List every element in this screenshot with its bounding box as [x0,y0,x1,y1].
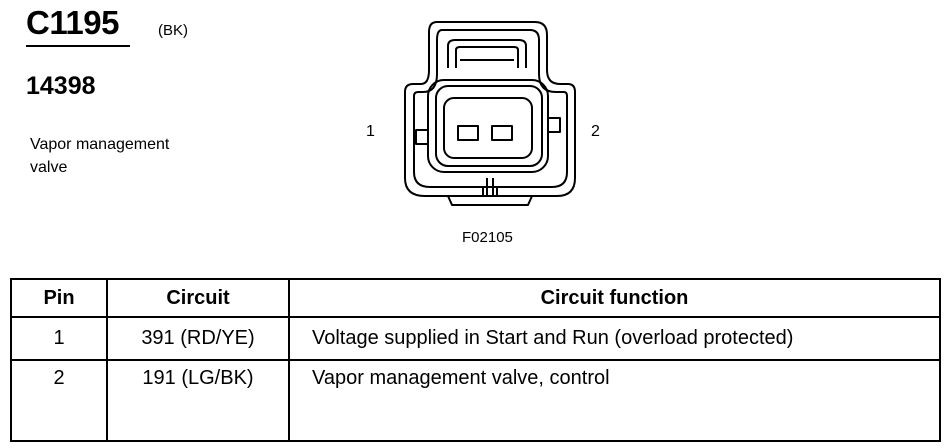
table-row: 1 391 (RD/YE) Voltage supplied in Start … [10,316,941,361]
pin-label-2: 2 [591,123,600,140]
connector-id-underline [26,45,130,47]
housing-frame [427,79,549,173]
pin-cavity-1 [457,125,479,141]
row-circuit-function: Voltage supplied in Start and Run (overl… [288,316,941,361]
row-pin: 1 [10,316,108,361]
row-circuit: 391 (RD/YE) [106,316,290,361]
polarizing-tab [482,187,498,197]
terminal-block [443,97,533,159]
table-header-row: Pin Circuit Circuit function [10,278,941,318]
connector-face-drawing [404,21,576,206]
connector-outer-shell [404,21,576,197]
locking-latch [447,39,527,68]
pin-table: Pin Circuit Circuit function 1 391 (RD/Y… [10,278,941,442]
pin-cavity-2 [491,125,513,141]
connector-id: C1195 [26,4,119,41]
pin-label-1: 1 [366,123,375,140]
row-circuit: 191 (LG/BK) [106,359,290,442]
header-circuit: Circuit [106,278,290,318]
component-name: Vapor management valve [30,136,170,176]
part-number: 14398 [26,72,96,100]
row-pin: 2 [10,359,108,442]
figure-code: F02105 [462,229,513,246]
side-key-left [415,129,428,145]
row-circuit-function: Vapor management valve, control [288,359,941,442]
connector-color: (BK) [158,22,188,39]
connector-inner-shell [413,29,568,188]
side-key-right [548,117,561,133]
table-row: 2 191 (LG/BK) Vapor management valve, co… [10,359,941,442]
header-pin: Pin [10,278,108,318]
header-circuit-function: Circuit function [288,278,941,318]
